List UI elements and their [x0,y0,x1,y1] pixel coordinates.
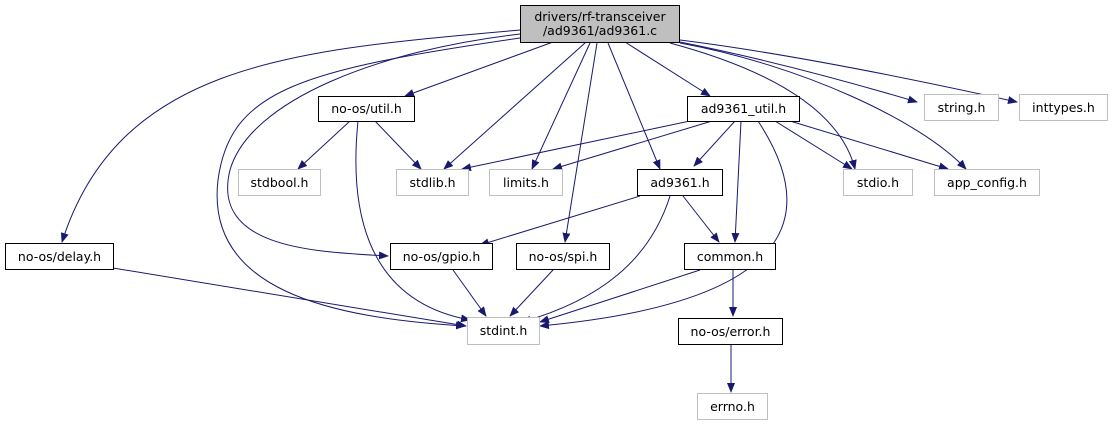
node-app-config-h: app_config.h [934,169,1040,196]
edge-root-to-ad9361-util-h [624,41,711,97]
node-no-os-gpio-h[interactable]: no-os/gpio.h [390,243,493,270]
edge-ad9361-util-h-to-common-h [731,120,742,243]
node-stdbool-h: stdbool.h [238,169,321,196]
node-ad9361-h[interactable]: ad9361.h [637,169,723,196]
edge-ad9361-util-h-to-stdint-h [539,120,788,330]
node-string-h: string.h [924,94,999,121]
edge-root-to-stdio-h [669,42,857,170]
node-limits-h: limits.h [489,169,563,196]
edge-root-to-stdint-h [216,37,521,330]
node-errno-h: errno.h [697,393,768,420]
node-no-os-delay-h[interactable]: no-os/delay.h [5,243,114,270]
node-stdlib-h: stdlib.h [396,169,469,196]
edge-root-to-ad9361-h [607,42,661,170]
edge-no-os-util-h-to-stdint-h [355,120,471,323]
edge-ad9361-util-h-to-limits-h [552,120,713,171]
edge-ad9361-h-to-stdint-h [521,195,671,324]
edge-root-to-limits-h [531,42,591,170]
edge-no-os-gpio-h-to-stdint-h [452,269,487,317]
node-common-h[interactable]: common.h [684,243,776,270]
node-stdio-h: stdio.h [843,169,913,196]
node-ad9361-util-h[interactable]: ad9361_util.h [687,96,800,122]
edge-root-to-no-os-gpio-h [227,33,521,260]
edge-ad9361-h-to-common-h [682,195,720,243]
edge-root-to-string-h [679,41,918,104]
edge-ad9361-util-h-to-app-config-h [789,120,949,171]
node-inttypes-h: inttypes.h [1019,94,1108,121]
edge-no-os-util-h-to-stdbool-h [297,120,351,170]
root-file-path-line2: /ad9361/ad9361.c [542,23,658,38]
edge-root-to-stdlib-h [443,42,586,170]
edge-ad9361-util-h-to-ad9361-h [693,120,736,167]
edge-root-to-app-config-h [679,42,967,170]
node-no-os-error-h[interactable]: no-os/error.h [678,318,783,345]
edge-ad9361-h-to-no-os-gpio-h [479,195,641,247]
edge-root-to-no-os-util-h [404,41,554,97]
edge-root-to-no-os-spi-h [562,42,598,243]
root-file-node[interactable]: drivers/rf-transceiver /ad9361/ad9361.c [520,5,680,43]
edge-no-os-spi-h-to-stdint-h [509,269,554,317]
node-no-os-spi-h[interactable]: no-os/spi.h [516,243,610,270]
node-no-os-util-h[interactable]: no-os/util.h [318,96,415,122]
edge-common-h-to-stdint-h [539,269,701,324]
root-file-path-line1: drivers/rf-transceiver [534,9,666,24]
edge-no-os-delay-h-to-stdint-h [112,267,467,329]
edge-root-to-no-os-delay-h [60,29,521,243]
edge-root-to-inttypes-h [679,39,1018,104]
edge-no-os-util-h-to-stdlib-h [374,120,422,170]
node-stdint-h: stdint.h [467,317,540,345]
edge-ad9361-util-h-to-stdlib-h [461,120,691,172]
edge-ad9361-util-h-to-stdio-h [774,120,853,170]
